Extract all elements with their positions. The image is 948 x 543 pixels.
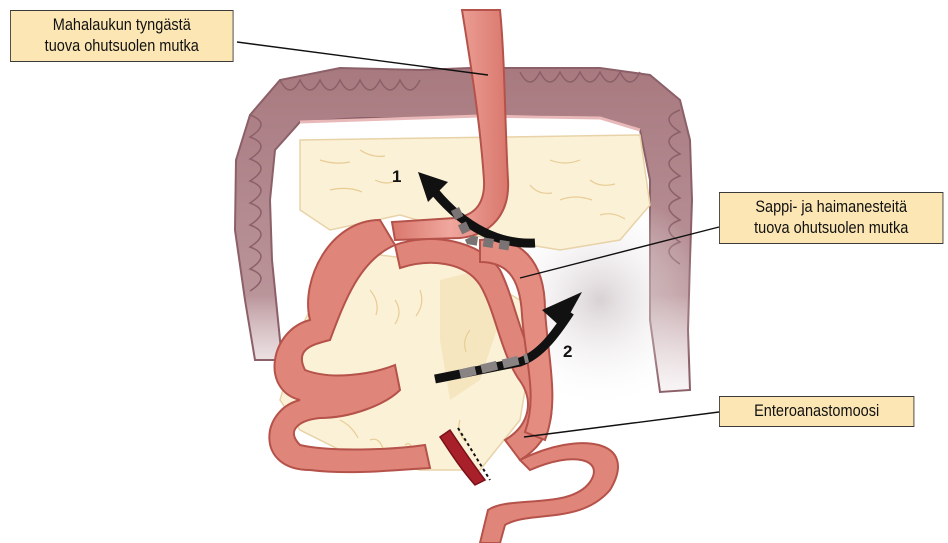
label-biliopancreatic-limb: Sappi- ja haimanesteitä tuova ohutsuolen… (719, 192, 943, 244)
label-anastomosis: Enteroanastomoosi (719, 396, 914, 427)
label-anastomosis-line1: Enteroanastomoosi (727, 401, 907, 422)
arrow-1-number: 1 (392, 167, 401, 186)
label-biliopancreatic-limb-line1: Sappi- ja haimanesteitä (727, 197, 936, 218)
arrow-2-number: 2 (563, 342, 572, 361)
label-biliopancreatic-limb-line2: tuova ohutsuolen mutka (727, 218, 936, 239)
label-gastric-limb: Mahalaukun tyngästä tuova ohutsuolen mut… (10, 10, 234, 62)
label-gastric-limb-line2: tuova ohutsuolen mutka (18, 36, 226, 57)
label-gastric-limb-line1: Mahalaukun tyngästä (18, 15, 226, 36)
